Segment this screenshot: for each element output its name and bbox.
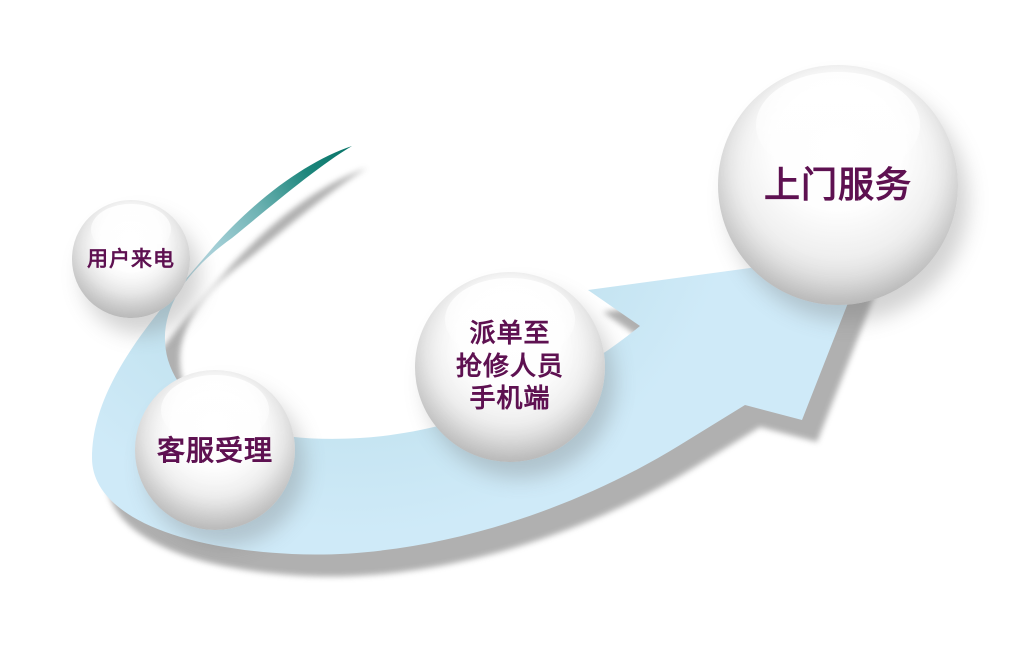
step-label-dispatch-line-3: 手机端 [469, 384, 551, 415]
step-label-dispatch-line-2: 抢修人员 [455, 351, 564, 382]
step-bubble-dispatch: 派单至 抢修人员 手机端 [415, 272, 605, 462]
step-label-onsite-service: 上门服务 [763, 164, 912, 206]
step-bubble-onsite-service: 上门服务 [718, 65, 958, 305]
step-bubble-user-call: 用户来电 [72, 200, 190, 318]
step-label-service-accept: 客服受理 [156, 433, 273, 467]
step-label-dispatch-line-1: 派单至 [469, 319, 551, 350]
step-label-user-call: 用户来电 [87, 246, 175, 271]
step-label-dispatch: 派单至 抢修人员 手机端 [456, 318, 564, 416]
step-bubble-service-accept: 客服受理 [135, 370, 295, 530]
